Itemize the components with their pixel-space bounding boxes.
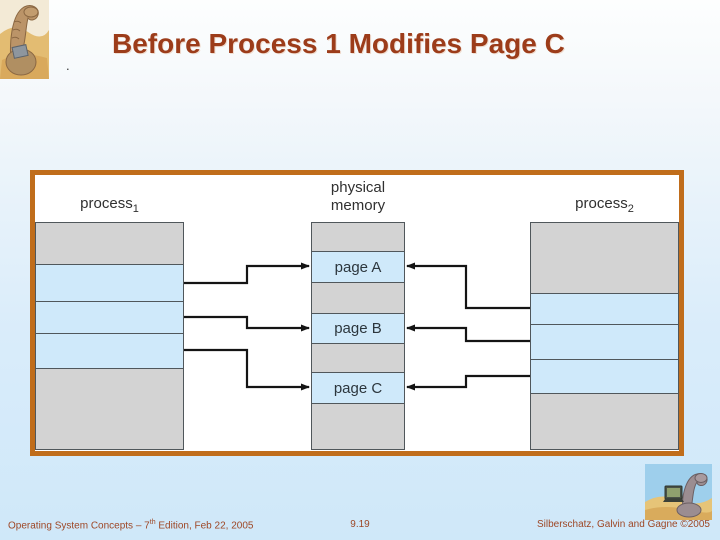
process1-label-sub: 1 <box>132 203 139 215</box>
physical-cell-gray <box>312 344 404 373</box>
arrow-p2-to-page-b <box>406 324 530 343</box>
dinosaur-reading-logo-icon <box>0 0 49 79</box>
process2-label: process2 <box>530 195 679 218</box>
footer-credits: Silberschatz, Galvin and Gagne ©2005 <box>536 519 710 530</box>
physical-cell-page-a: page A <box>312 252 404 283</box>
process2-cell-gray <box>531 223 678 294</box>
physical-memory-label: physical memory <box>311 179 405 215</box>
process2-cell-maps-page-b <box>531 325 678 360</box>
footer-course-post: Edition, Feb 22, 2005 <box>155 520 254 532</box>
process1-label: process1 <box>35 195 184 218</box>
diagram-frame: process1 physical memory process2 <box>30 170 684 456</box>
arrow-p2-to-page-a <box>406 262 530 310</box>
physical-cell-page-b: page B <box>312 314 404 344</box>
process1-cell-maps-page-a <box>36 265 183 302</box>
arrow-p2-to-page-c <box>406 374 530 391</box>
physical-cell-page-c: page C <box>312 373 404 404</box>
process2-cell-maps-page-a <box>531 294 678 325</box>
footer-course-sup: th <box>149 519 156 526</box>
physical-memory-label-line2: memory <box>330 197 386 214</box>
physical-cell-gray <box>312 283 404 314</box>
process1-cell-maps-page-b <box>36 302 183 334</box>
arrow-p1-to-page-c <box>184 348 310 391</box>
process2-label-sub: 2 <box>627 203 634 215</box>
page-b-label: page B <box>334 320 382 337</box>
physical-memory-label-line1: physical <box>330 179 386 196</box>
arrow-p1-to-page-a <box>184 262 310 285</box>
page-a-label: page A <box>334 258 382 276</box>
process1-label-text: process <box>80 195 133 212</box>
stray-dot: . <box>66 58 70 73</box>
process2-column <box>530 222 679 450</box>
page-c-label: page C <box>333 379 383 397</box>
dinosaur-laptop-logo-icon <box>645 464 712 520</box>
physical-memory-column: page A page B page C <box>311 222 405 450</box>
physical-cell-gray <box>312 223 404 252</box>
footer-page-number: 9.19 <box>350 519 370 530</box>
physical-cell-gray-bottom <box>312 404 404 449</box>
footer-course-pre: Operating System Concepts – 7 <box>8 520 150 532</box>
footer-course-title: Operating System Concepts – 7th Edition,… <box>8 519 253 531</box>
arrow-p1-to-page-b <box>184 315 310 332</box>
process1-cell-maps-page-c <box>36 334 183 369</box>
page-title: Before Process 1 Modifies Page C <box>112 28 565 59</box>
process2-cell-gray-bottom <box>531 394 678 449</box>
diagram: process1 physical memory process2 <box>35 175 679 451</box>
process1-cell-gray-bottom <box>36 369 183 449</box>
process1-cell-gray <box>36 223 183 265</box>
process1-column <box>35 222 184 450</box>
process2-cell-maps-page-c <box>531 360 678 394</box>
footer: Operating System Concepts – 7th Edition,… <box>0 517 720 535</box>
process2-label-text: process <box>575 195 628 212</box>
